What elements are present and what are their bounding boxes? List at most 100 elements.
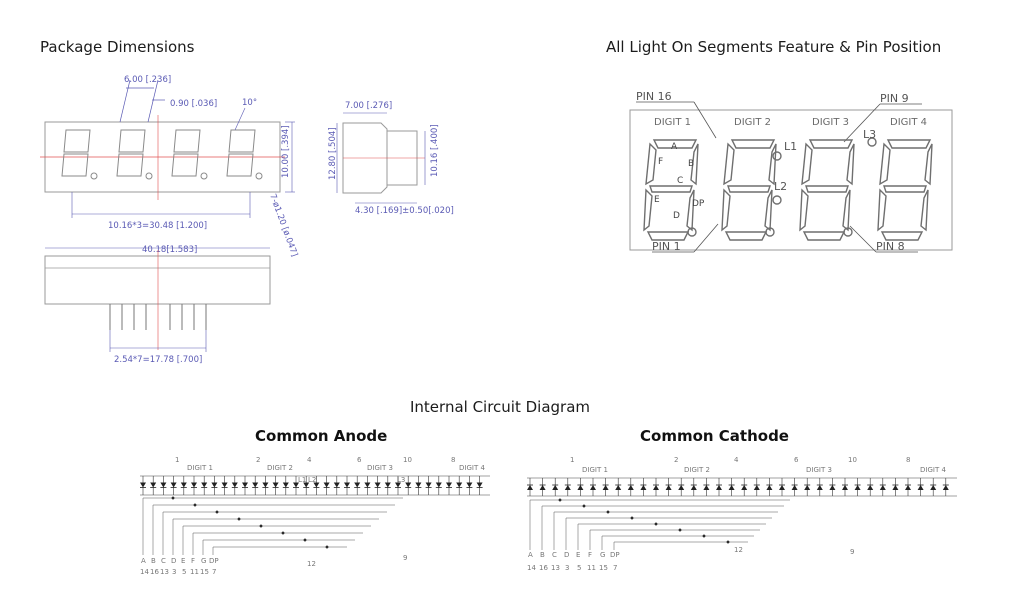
cathode-diodes	[527, 478, 949, 496]
cathode-bottom-pin-9: 9	[850, 548, 854, 556]
diode-symbol	[816, 485, 823, 490]
anode-bottom-pin-12: 12	[307, 560, 316, 568]
anode-digit-2: DIGIT 2	[267, 464, 293, 472]
diode-symbol	[282, 482, 289, 488]
anode-seg-pin-15: 15	[200, 568, 209, 576]
cathode-seg-pin-15: 15	[599, 564, 608, 572]
common-cathode-heading: Common Cathode	[640, 427, 789, 445]
diode-symbol	[917, 485, 924, 490]
seg-a-label: A	[671, 142, 678, 152]
diode-symbol	[791, 485, 798, 490]
anode-diodes	[140, 476, 483, 495]
anode-seg-pin-5: 5	[182, 568, 186, 576]
diode-symbol	[690, 485, 697, 490]
diode-symbol	[180, 482, 187, 488]
anode-bus-lines	[142, 496, 403, 555]
dim-side-pin: 4.30 [.169]±0.50[.020]	[355, 206, 454, 216]
diode-symbol	[476, 482, 483, 488]
anode-digit-3: DIGIT 3	[367, 464, 393, 472]
diode-symbol	[678, 485, 685, 490]
diode-symbol	[590, 485, 596, 490]
diode-symbol	[374, 482, 381, 488]
anode-l1: L1	[298, 476, 306, 484]
cathode-seg-g: G	[600, 551, 605, 559]
diode-symbol	[879, 485, 886, 490]
cathode-segment-pins: 14 16 13 3 5 11 15 7	[527, 564, 617, 572]
cathode-seg-a: A	[528, 551, 533, 559]
anode-top-pin-labels: 1 2 4 6 10 8	[175, 456, 455, 464]
package-side-view: 7.00 [.276] 12.80 [.504] 10.16 [.400] 4.…	[328, 101, 454, 216]
anode-seg-dp: DP	[209, 557, 219, 565]
pin9-label: PIN 9	[880, 92, 909, 105]
bus-node	[678, 528, 682, 532]
bus-node	[654, 522, 658, 526]
diode-symbol	[262, 482, 269, 488]
diode-symbol	[930, 485, 937, 490]
seg-c-label: C	[677, 176, 683, 186]
dim-hole: 7-ø1.20 [ø.047]	[267, 193, 299, 258]
digit2-label: DIGIT 2	[734, 117, 771, 128]
diode-symbol	[272, 482, 279, 488]
diode-symbol	[842, 485, 848, 490]
anode-bottom-pin-9: 9	[403, 554, 407, 562]
digit1-label: DIGIT 1	[654, 117, 691, 128]
bus-node	[237, 517, 241, 521]
anode-top-pin-6: 6	[357, 456, 362, 464]
bottom-body	[44, 255, 271, 305]
anode-segment-letters: A B C D E F G DP	[141, 557, 219, 565]
bus-node	[726, 540, 730, 544]
bus-node	[193, 503, 197, 507]
cathode-digit-labels: DIGIT 1 DIGIT 2 DIGIT 3 DIGIT 4	[582, 466, 946, 474]
package-front-view: 6.00 [.236] 0.90 [.036] 10° 10.00 [.394]…	[40, 75, 299, 365]
cathode-seg-pin-11: 11	[587, 564, 596, 572]
seg-dp-label: DP	[692, 199, 705, 209]
diode-symbol	[140, 482, 146, 488]
diode-symbol	[527, 485, 533, 490]
diode-symbol	[716, 485, 722, 490]
common-anode-circuit: 1 2 4 6 10 8 DIGIT 1 DIGIT 2 DIGIT 3 DIG…	[140, 456, 490, 576]
anode-seg-pin-7: 7	[212, 568, 216, 576]
diode-symbol	[564, 485, 571, 490]
diode-symbol	[466, 482, 473, 488]
segments-heading: All Light On Segments Feature & Pin Posi…	[606, 38, 942, 56]
diode-symbol	[344, 482, 350, 488]
cathode-seg-e: E	[576, 551, 580, 559]
diode-symbol	[333, 482, 340, 488]
anode-top-pin-1: 1	[175, 456, 179, 464]
diode-symbol	[615, 485, 622, 490]
anode-seg-a: A	[141, 557, 146, 565]
diode-symbol	[425, 482, 432, 488]
display-body	[629, 109, 953, 251]
anode-top-pin-8: 8	[451, 456, 455, 464]
cathode-top-pin-2: 2	[674, 456, 678, 464]
diode-symbol	[665, 485, 672, 490]
anode-seg-g: G	[201, 557, 206, 565]
anode-l3: L3	[397, 476, 405, 484]
anode-top-pin-4: 4	[307, 456, 312, 464]
diode-symbol	[293, 482, 299, 488]
cathode-digit-1: DIGIT 1	[582, 466, 608, 474]
diode-symbol	[456, 482, 463, 488]
digit4-label: DIGIT 4	[890, 117, 927, 128]
diode-symbol	[867, 485, 874, 490]
diode-symbol	[211, 482, 218, 488]
anode-seg-pin-16: 16	[150, 568, 159, 576]
dim-angle: 10°	[242, 98, 257, 108]
dim-pin-pitch: 2.54*7=17.78 [.700]	[114, 355, 202, 365]
cathode-seg-f: F	[588, 551, 592, 559]
cathode-digit-3: DIGIT 3	[806, 466, 832, 474]
diode-symbol	[753, 485, 760, 490]
cathode-seg-pin-13: 13	[551, 564, 560, 572]
diode-symbol	[627, 485, 634, 490]
diode-symbol	[221, 482, 228, 488]
diode-symbol	[905, 485, 911, 490]
anode-seg-b: B	[151, 557, 156, 565]
dim-side-depth: 7.00 [.276]	[345, 101, 392, 111]
pin8-label: PIN 8	[876, 240, 905, 253]
front-digits	[61, 129, 263, 180]
dim-side-inner: 10.16 [.400]	[430, 124, 440, 177]
digit3-label: DIGIT 3	[812, 117, 849, 128]
cathode-top-pin-labels: 1 2 4 6 10 8	[570, 456, 910, 464]
anode-seg-f: F	[191, 557, 195, 565]
diode-symbol	[577, 485, 584, 490]
